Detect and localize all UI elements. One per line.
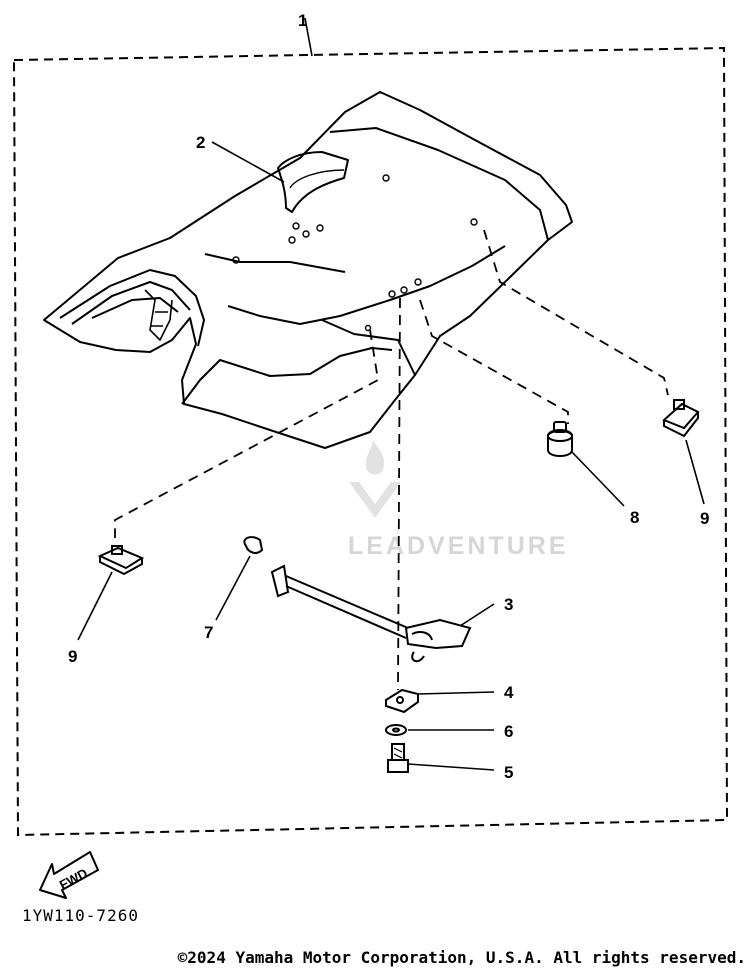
seat-assembly — [43, 91, 573, 449]
leader-8 — [571, 451, 625, 507]
callout-2: 2 — [196, 133, 205, 152]
callout-6: 6 — [504, 722, 513, 741]
callout-9-right: 9 — [700, 509, 709, 528]
callout-8: 8 — [630, 508, 639, 527]
callout-4: 4 — [504, 683, 514, 702]
fwd-arrow-icon: FWD — [39, 851, 99, 899]
watermark-logo-icon — [349, 440, 401, 518]
callout-3: 3 — [504, 595, 513, 614]
callout-7: 7 — [204, 623, 213, 642]
clip-nut-right — [662, 399, 700, 438]
callout-5: 5 — [504, 763, 513, 782]
assembly-frame — [13, 46, 729, 837]
bracket — [385, 688, 419, 714]
leader-1 — [304, 17, 313, 57]
seat-lock — [270, 564, 472, 663]
leader-2 — [211, 141, 285, 183]
washer — [385, 724, 407, 736]
leader-9-left — [77, 571, 113, 641]
leader-5 — [407, 763, 495, 771]
bolt — [387, 743, 409, 773]
callout-1: 1 — [298, 11, 307, 30]
clip-nut-left — [97, 545, 145, 576]
leader-7 — [215, 555, 251, 621]
copyright-notice: ©2024 Yamaha Motor Corporation, U.S.A. A… — [177, 948, 746, 967]
watermark-text: LEADVENTURE — [348, 532, 569, 560]
leader-4 — [417, 691, 495, 695]
diagram-code: 1YW110-7260 — [22, 906, 139, 925]
damper — [547, 421, 573, 457]
leader-9-right — [685, 439, 705, 505]
callout-9-left: 9 — [68, 647, 77, 666]
clip — [243, 536, 264, 554]
leader-3 — [459, 603, 495, 627]
